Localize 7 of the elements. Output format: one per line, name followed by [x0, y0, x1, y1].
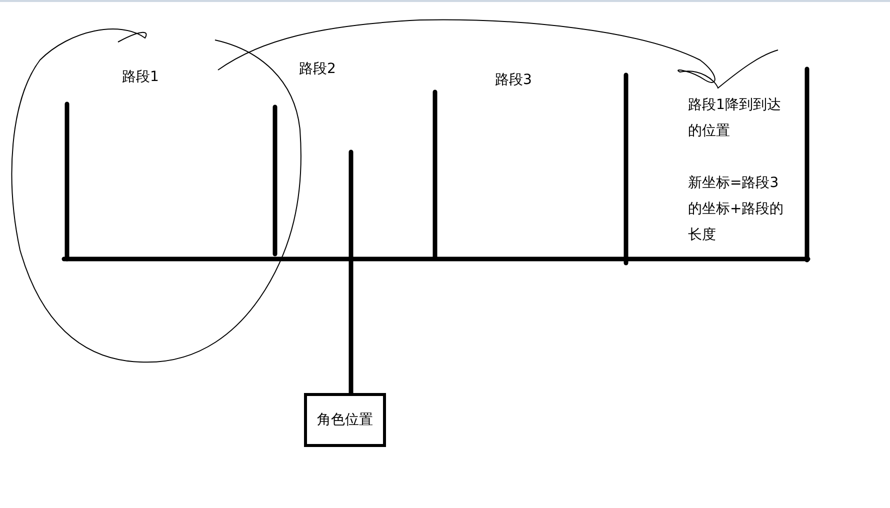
segment-label: 路段1 [122, 68, 159, 87]
note-text: 路段1降到到达的位置 [688, 96, 782, 141]
segment-label: 路段3 [495, 71, 532, 90]
role-position-box [304, 393, 386, 447]
note-text: 新坐标=路段3的坐标+路段的长度 [688, 174, 785, 245]
box-label: 角色位置 [317, 411, 373, 429]
segment-label: 路段2 [299, 60, 336, 79]
